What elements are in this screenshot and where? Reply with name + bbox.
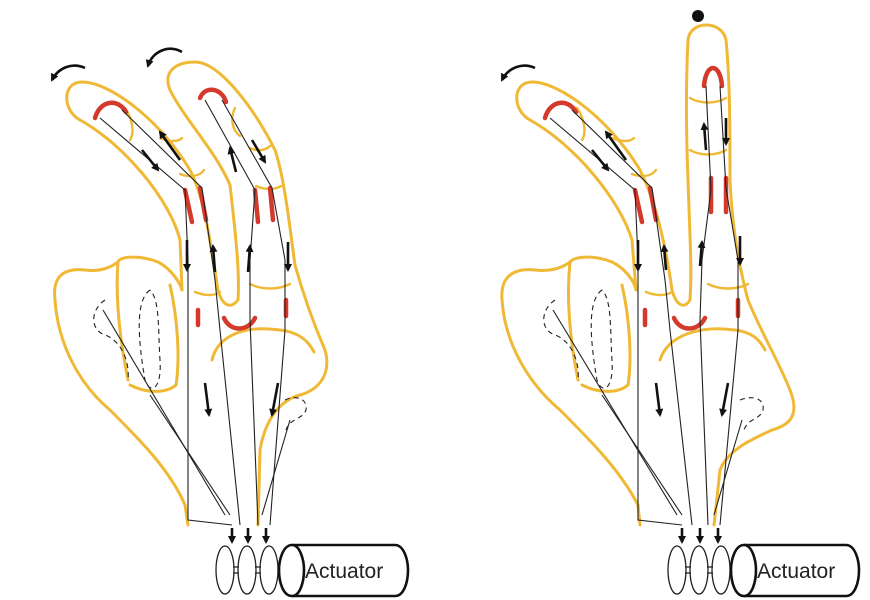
right-finger-creases <box>575 96 750 297</box>
right-hand-outline <box>500 23 796 527</box>
left-motion-arrows <box>50 47 292 417</box>
left-finger-creases <box>123 106 292 297</box>
left-actuator: Actuator <box>215 528 410 598</box>
left-sheaths <box>92 87 289 331</box>
right-actuator-body: Actuator <box>729 543 861 598</box>
right-actuator-label: Actuator <box>757 560 835 583</box>
right-motion-arrows <box>500 64 744 417</box>
right-sheaths <box>542 65 741 331</box>
right-actuator: Actuator <box>667 528 861 598</box>
right-spools <box>667 545 731 595</box>
left-spools <box>215 545 279 595</box>
left-panel: Actuator <box>50 47 410 598</box>
right-bones <box>543 289 764 431</box>
left-actuator-label: Actuator <box>305 560 383 583</box>
left-bones <box>93 289 307 431</box>
left-tendons <box>99 99 291 526</box>
left-hand-outline <box>53 60 329 527</box>
left-actuator-body: Actuator <box>277 543 410 598</box>
right-panel: Actuator <box>500 10 861 598</box>
right-tendons <box>549 85 743 526</box>
right-fingertip-dot <box>692 10 704 22</box>
